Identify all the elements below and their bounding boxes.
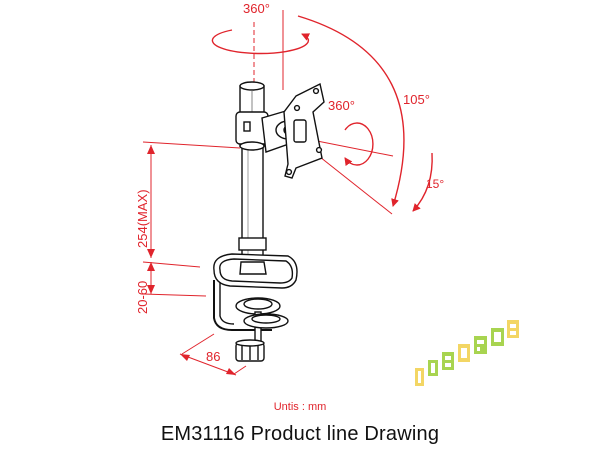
label-rotation-top: 360° (243, 1, 270, 16)
units-caption: Untis : mm (273, 401, 327, 413)
drawing-title: EM31116 Product line Drawing (160, 423, 440, 445)
label-pole-height: 254(MAX) (135, 189, 150, 248)
clamp (213, 280, 289, 362)
label-rotation-side: 360° (328, 98, 355, 113)
top-rotation-indicator: 360° (211, 1, 311, 82)
side-rotation-indicator: 360° (311, 98, 394, 167)
pole-height-dimension: 254(MAX) (135, 141, 241, 268)
clamp-range-dimension: 20-60 (135, 262, 207, 314)
vesa-plate (283, 82, 325, 179)
tilt-range-indicator: 105° 15° (282, 10, 444, 215)
pole (235, 81, 269, 259)
label-tilt-up: 105° (403, 92, 430, 107)
brand-logo-watermark-icon (415, 320, 519, 386)
label-tilt-down: 15° (426, 177, 444, 191)
label-clamp-range: 20-60 (135, 281, 150, 314)
label-base-depth: 86 (206, 349, 220, 364)
desk-base (213, 253, 298, 289)
base-depth-dimension: 86 (179, 333, 247, 376)
